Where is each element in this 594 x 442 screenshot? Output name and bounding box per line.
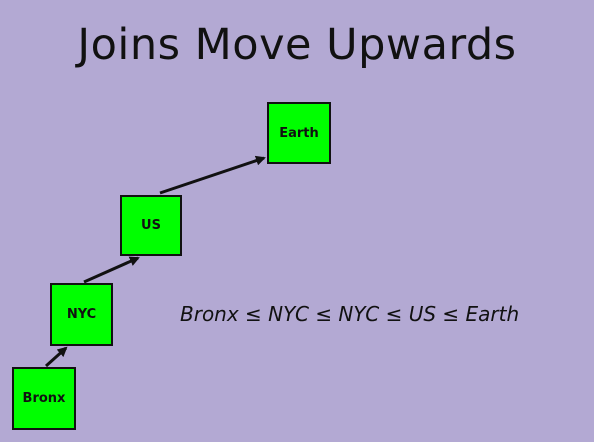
node-bronx-label: Bronx bbox=[22, 391, 66, 406]
node-nyc-label: NYC bbox=[66, 307, 97, 322]
node-bronx: Bronx bbox=[12, 367, 76, 430]
node-earth: Earth bbox=[267, 102, 331, 164]
node-earth-label: Earth bbox=[279, 125, 319, 141]
slide-title: Joins Move Upwards bbox=[77, 20, 517, 70]
node-us-label: US bbox=[141, 218, 161, 233]
order-formula: Bronx ≤ NYC ≤ NYC ≤ US ≤ Earth bbox=[180, 302, 520, 326]
node-nyc: NYC bbox=[50, 283, 113, 346]
node-us: US bbox=[120, 195, 182, 256]
arrow-bronx-to-nyc bbox=[44, 346, 68, 368]
arrow-us-to-earth bbox=[159, 155, 266, 195]
arrow-nyc-to-us bbox=[83, 256, 140, 284]
